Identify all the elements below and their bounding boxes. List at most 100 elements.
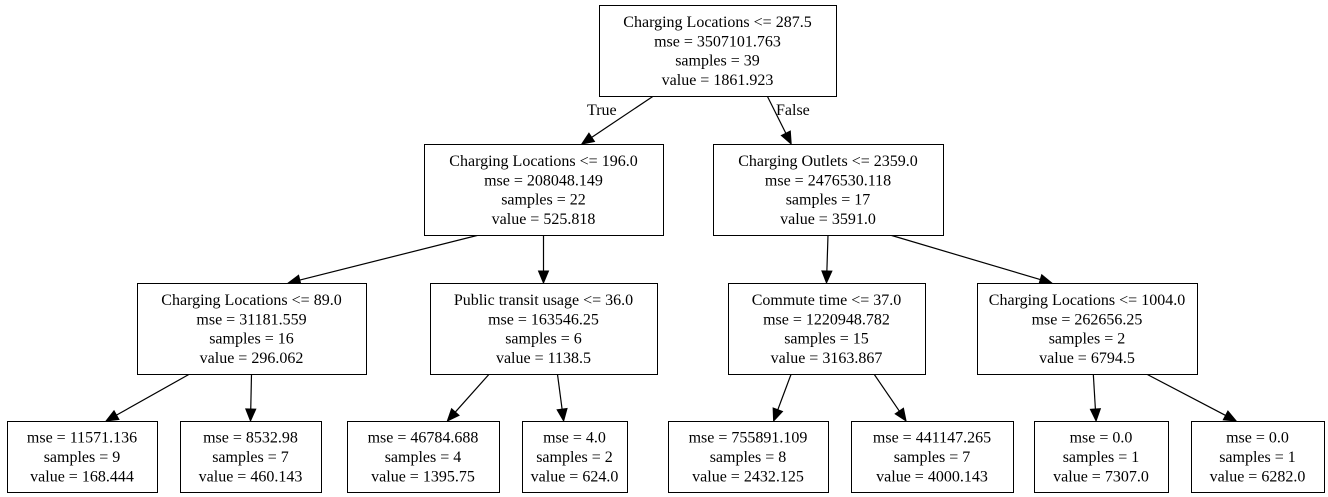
node-text-line: value = 2432.125 [692, 468, 804, 485]
node-text-line: samples = 4 [385, 449, 462, 466]
node-text-line: Public transit usage <= 36.0 [454, 292, 633, 309]
node-text-line: mse = 8532.98 [203, 430, 298, 447]
tree-edge: True [580, 95, 654, 145]
tree-edge [104, 373, 190, 422]
tree-node: Charging Outlets <= 2359.0 mse = 2476530.… [713, 144, 944, 236]
node-text-line: mse = 262656.25 [1032, 311, 1143, 328]
node-text-line: samples = 22 [501, 192, 586, 209]
node-box [430, 283, 658, 375]
node-text-line: mse = 2476530.118 [765, 172, 891, 189]
edge-label: True [587, 102, 617, 119]
node-box [668, 421, 829, 493]
node-box [137, 283, 367, 375]
edge-line [777, 373, 792, 410]
node-text-line: samples = 2 [536, 449, 613, 466]
arrowhead-icon [1222, 410, 1238, 422]
node-box [977, 283, 1198, 375]
node-text-line: Commute time <= 37.0 [752, 292, 902, 309]
tree-edge [245, 373, 257, 423]
node-text-line: mse = 0.0 [1070, 430, 1133, 447]
arrowhead-icon [104, 409, 120, 422]
tree-node: Commute time <= 37.0 mse = 1220948.782 sam… [728, 283, 926, 375]
node-text-line: mse = 1220948.782 [763, 311, 890, 328]
node-text-line: samples = 6 [505, 331, 582, 348]
node-text-line: value = 1138.5 [496, 350, 591, 367]
node-text-line: mse = 208048.149 [484, 172, 603, 189]
node-box [424, 144, 664, 236]
node-text-line: mse = 31181.559 [196, 311, 306, 328]
arrowhead-icon [780, 130, 792, 146]
node-text-line: samples = 1 [1063, 449, 1140, 466]
node-text-line: samples = 15 [784, 331, 869, 348]
arrowhead-icon [580, 132, 596, 145]
tree-node: mse = 0.0 samples = 1 value = 7307.0 [1034, 421, 1169, 493]
arrowhead-icon [446, 407, 460, 422]
node-text-line: samples = 1 [1219, 449, 1296, 466]
edge-line [873, 373, 900, 412]
tree-edge [286, 234, 480, 286]
tree-edge [1146, 373, 1238, 422]
node-text-line: mse = 3507101.763 [654, 33, 781, 50]
edge-line [250, 373, 253, 410]
node-box [347, 421, 500, 493]
node-box [728, 283, 926, 375]
tree-edge [873, 373, 907, 423]
node-text-line: samples = 39 [675, 53, 760, 70]
edge-line [889, 234, 1041, 281]
edge-line [1146, 373, 1226, 416]
node-text-line: Charging Outlets <= 2359.0 [738, 153, 918, 170]
arrowhead-icon [537, 270, 550, 285]
node-box [599, 5, 837, 97]
tree-node: mse = 0.0 samples = 1 value = 6282.0 [1191, 421, 1325, 493]
node-box [851, 421, 1014, 493]
node-text-line: mse = 11571.136 [27, 430, 137, 447]
node-text-line: value = 525.818 [492, 211, 596, 228]
tree-node: mse = 441147.265 samples = 7 value = 4000.… [851, 421, 1014, 493]
node-box [7, 421, 158, 493]
node-text-line: mse = 46784.688 [368, 430, 479, 447]
node-box [1034, 421, 1169, 493]
node-box [180, 421, 322, 493]
node-text-line: mse = 163546.25 [488, 311, 599, 328]
node-text-line: samples = 7 [894, 449, 971, 466]
node-text-line: mse = 0.0 [1226, 430, 1289, 447]
node-text-line: value = 296.062 [200, 350, 304, 367]
node-text-line: value = 7307.0 [1053, 468, 1149, 485]
node-text-line: samples = 8 [710, 449, 787, 466]
arrowhead-icon [772, 407, 784, 423]
node-text-line: mse = 755891.109 [689, 430, 808, 447]
node-box [1191, 421, 1325, 493]
tree-node: mse = 755891.109 samples = 8 value = 2432.… [668, 421, 829, 493]
node-text-line: value = 4000.143 [876, 468, 988, 485]
tree-edge [1089, 373, 1102, 423]
edge-line [454, 373, 490, 413]
node-text-line: value = 168.444 [30, 468, 134, 485]
node-text-line: samples = 17 [786, 192, 871, 209]
node-text-line: value = 3163.867 [771, 350, 883, 367]
node-text-line: Charging Locations <= 196.0 [449, 153, 637, 170]
node-box [713, 144, 944, 236]
arrowhead-icon [556, 407, 568, 423]
tree-node: mse = 11571.136 samples = 9 value = 168.44… [7, 421, 158, 493]
tree-edge [446, 373, 490, 422]
edge-line [1092, 373, 1096, 410]
node-text-line: value = 6794.5 [1039, 350, 1135, 367]
edge-line [591, 95, 654, 138]
node-text-line: value = 1861.923 [662, 72, 774, 89]
edge-line [556, 373, 563, 410]
node-text-line: mse = 441147.265 [873, 430, 991, 447]
node-text-line: value = 6282.0 [1210, 468, 1306, 485]
node-text-line: value = 460.143 [199, 468, 303, 485]
node-text-line: Charging Locations <= 1004.0 [989, 292, 1185, 309]
node-text-line: samples = 9 [44, 449, 121, 466]
edge-line [766, 95, 787, 134]
node-text-line: samples = 7 [212, 449, 289, 466]
arrowhead-icon [894, 407, 907, 423]
edge-label: False [776, 102, 810, 119]
